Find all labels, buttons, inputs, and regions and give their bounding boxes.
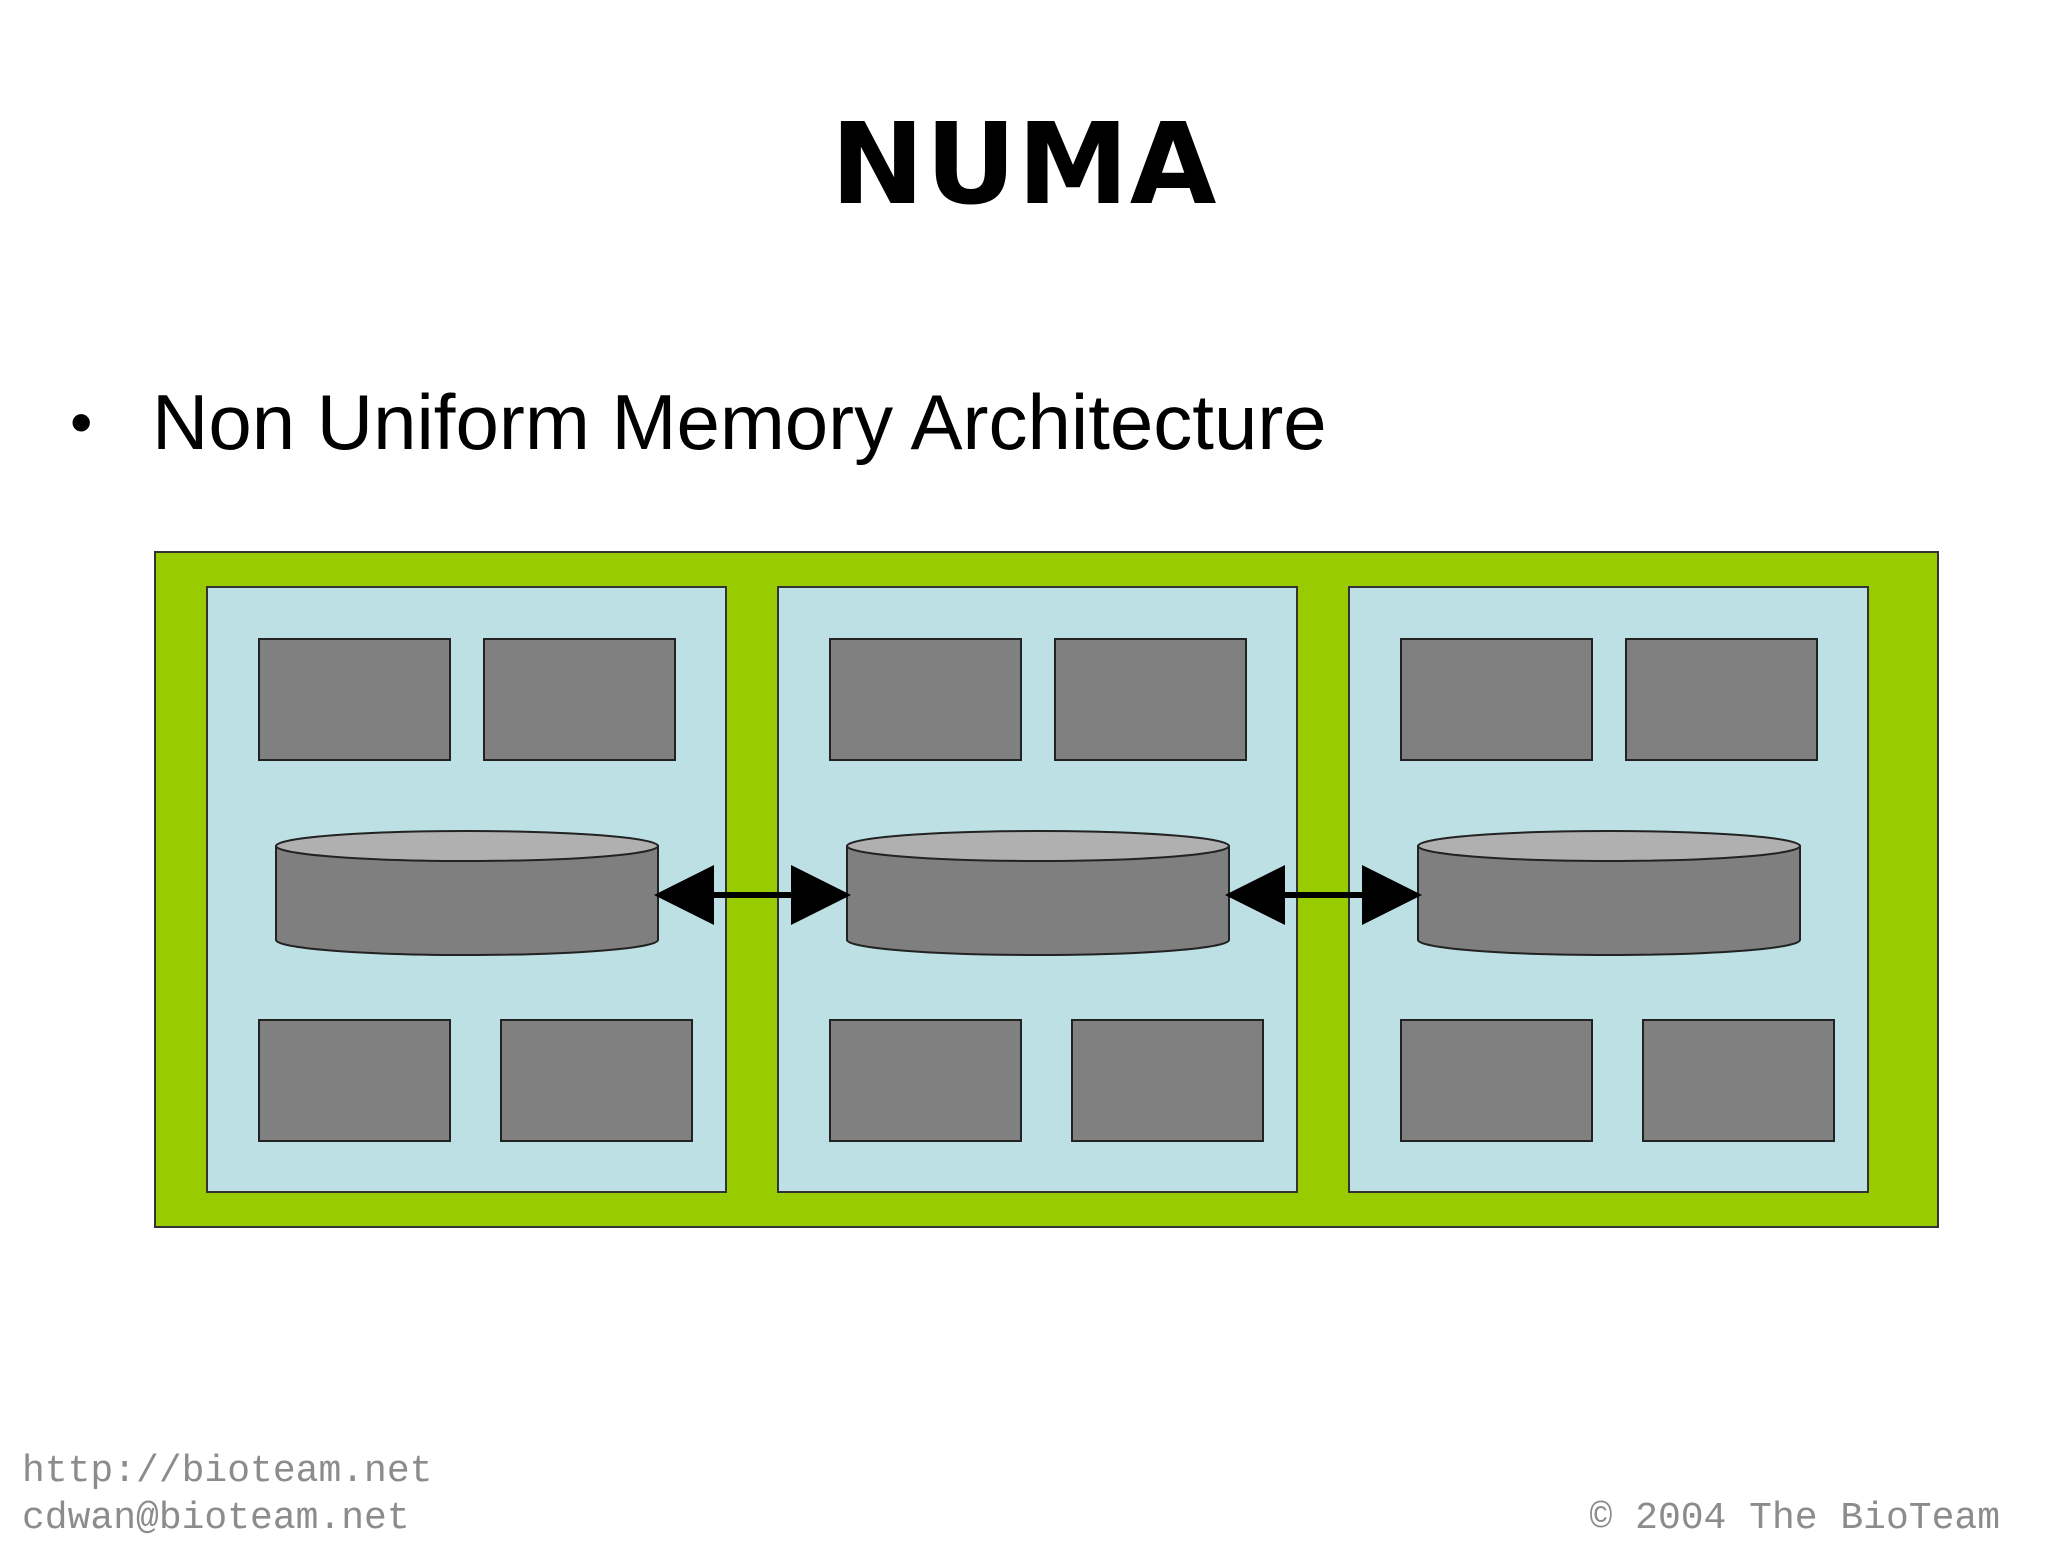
memory-cylinder-top xyxy=(1417,830,1801,862)
processor-box xyxy=(483,638,676,761)
bullet-text: Non Uniform Memory Architecture xyxy=(152,377,1327,466)
footer-email[interactable]: cdwan@bioteam.net xyxy=(22,1497,410,1540)
memory-cylinder xyxy=(275,845,659,956)
processor-box xyxy=(829,1019,1022,1142)
footer-url[interactable]: http://bioteam.net xyxy=(22,1450,433,1493)
processor-box xyxy=(829,638,1022,761)
slide-title: NUMA xyxy=(830,100,1218,230)
processor-box xyxy=(1642,1019,1835,1142)
bullet-item: • Non Uniform Memory Architecture xyxy=(70,372,1327,472)
memory-cylinder xyxy=(1417,845,1801,956)
processor-box xyxy=(1400,638,1593,761)
memory-cylinder-top xyxy=(275,830,659,862)
processor-box xyxy=(258,1019,451,1142)
processor-box xyxy=(500,1019,693,1142)
memory-cylinder xyxy=(846,845,1230,956)
processor-box xyxy=(1071,1019,1264,1142)
processor-box xyxy=(1400,1019,1593,1142)
footer-copyright: © 2004 The BioTeam xyxy=(1589,1497,2000,1540)
processor-box xyxy=(1054,638,1247,761)
memory-cylinder-top xyxy=(846,830,1230,862)
bullet-dot-icon: • xyxy=(70,386,93,458)
footer-contact: http://bioteam.net cdwan@bioteam.net xyxy=(22,1448,432,1542)
processor-box xyxy=(1625,638,1818,761)
processor-box xyxy=(258,638,451,761)
